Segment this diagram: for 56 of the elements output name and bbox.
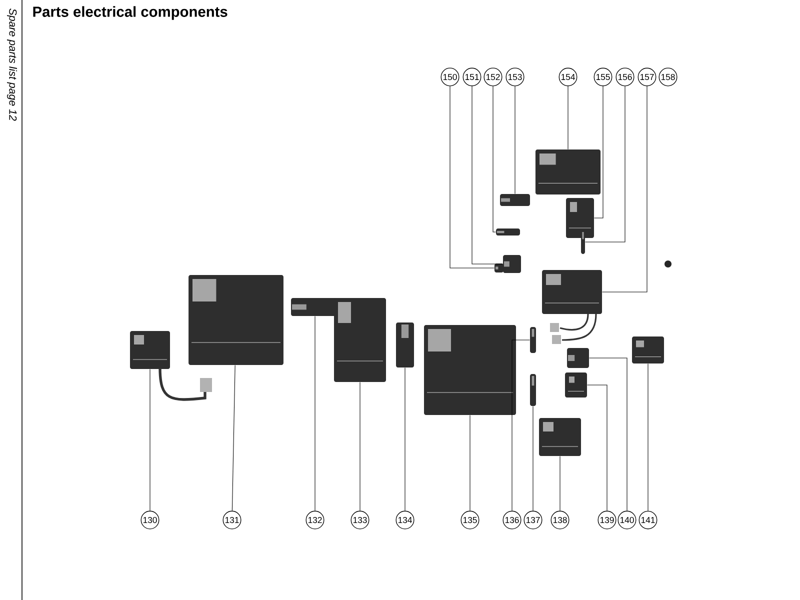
leader-line (602, 86, 648, 292)
leader-line (450, 86, 494, 268)
callout-number: 154 (558, 68, 578, 86)
part-drawing (565, 372, 587, 398)
leader-line (512, 340, 530, 512)
leader-line (594, 86, 604, 218)
callout-number: 153 (506, 68, 524, 86)
part-drawing (496, 228, 520, 236)
callout-number: 150 (440, 68, 460, 86)
leader-line (314, 316, 316, 512)
leader-line (472, 86, 503, 264)
leader-line (492, 86, 496, 232)
callout-number: 132 (306, 510, 324, 530)
part-drawing (396, 322, 414, 368)
part-drawing (424, 325, 516, 415)
callout-number: 134 (396, 510, 414, 530)
part-drawing (535, 149, 601, 195)
part-drawing (500, 194, 530, 206)
part-drawing (539, 418, 581, 456)
callout-number: 137 (524, 510, 542, 530)
callout-number: 151 (462, 68, 482, 86)
callout-number: 133 (350, 510, 370, 530)
part-drawing (503, 255, 521, 273)
leader-line (585, 86, 626, 242)
callout-number: 155 (594, 68, 612, 86)
leader-line (587, 384, 608, 512)
callout-number: 139 (598, 510, 616, 530)
part-drawing (334, 298, 386, 382)
callout-number: 156 (616, 68, 634, 86)
leader-line (589, 358, 628, 512)
leader-line (232, 365, 236, 512)
part-drawing (567, 348, 589, 368)
callout-number: 130 (140, 510, 160, 530)
callout-number: 131 (222, 510, 242, 530)
callout-number: 157 (638, 68, 656, 86)
part-drawing (530, 374, 536, 406)
part-drawing (130, 331, 170, 369)
leader-line (532, 406, 534, 512)
callout-number: 140 (618, 510, 636, 530)
part-drawing (494, 263, 504, 273)
leader-line (404, 368, 406, 512)
callout-number: 141 (638, 510, 658, 530)
part-drawing (542, 270, 602, 344)
callout-number: 152 (484, 68, 502, 86)
part-drawing (581, 230, 585, 254)
leader-line (514, 86, 516, 194)
callout-number: 158 (658, 68, 678, 86)
part-drawing (188, 275, 284, 365)
callout-number: 136 (502, 510, 522, 530)
callout-number: 135 (460, 510, 480, 530)
callout-number: 138 (550, 510, 570, 530)
part-drawing (566, 198, 594, 238)
page-note: Spare parts list page 12 (7, 8, 17, 121)
part-drawing (632, 336, 664, 364)
page-title: Parts electrical components (33, 6, 228, 20)
part-drawing (530, 327, 536, 353)
